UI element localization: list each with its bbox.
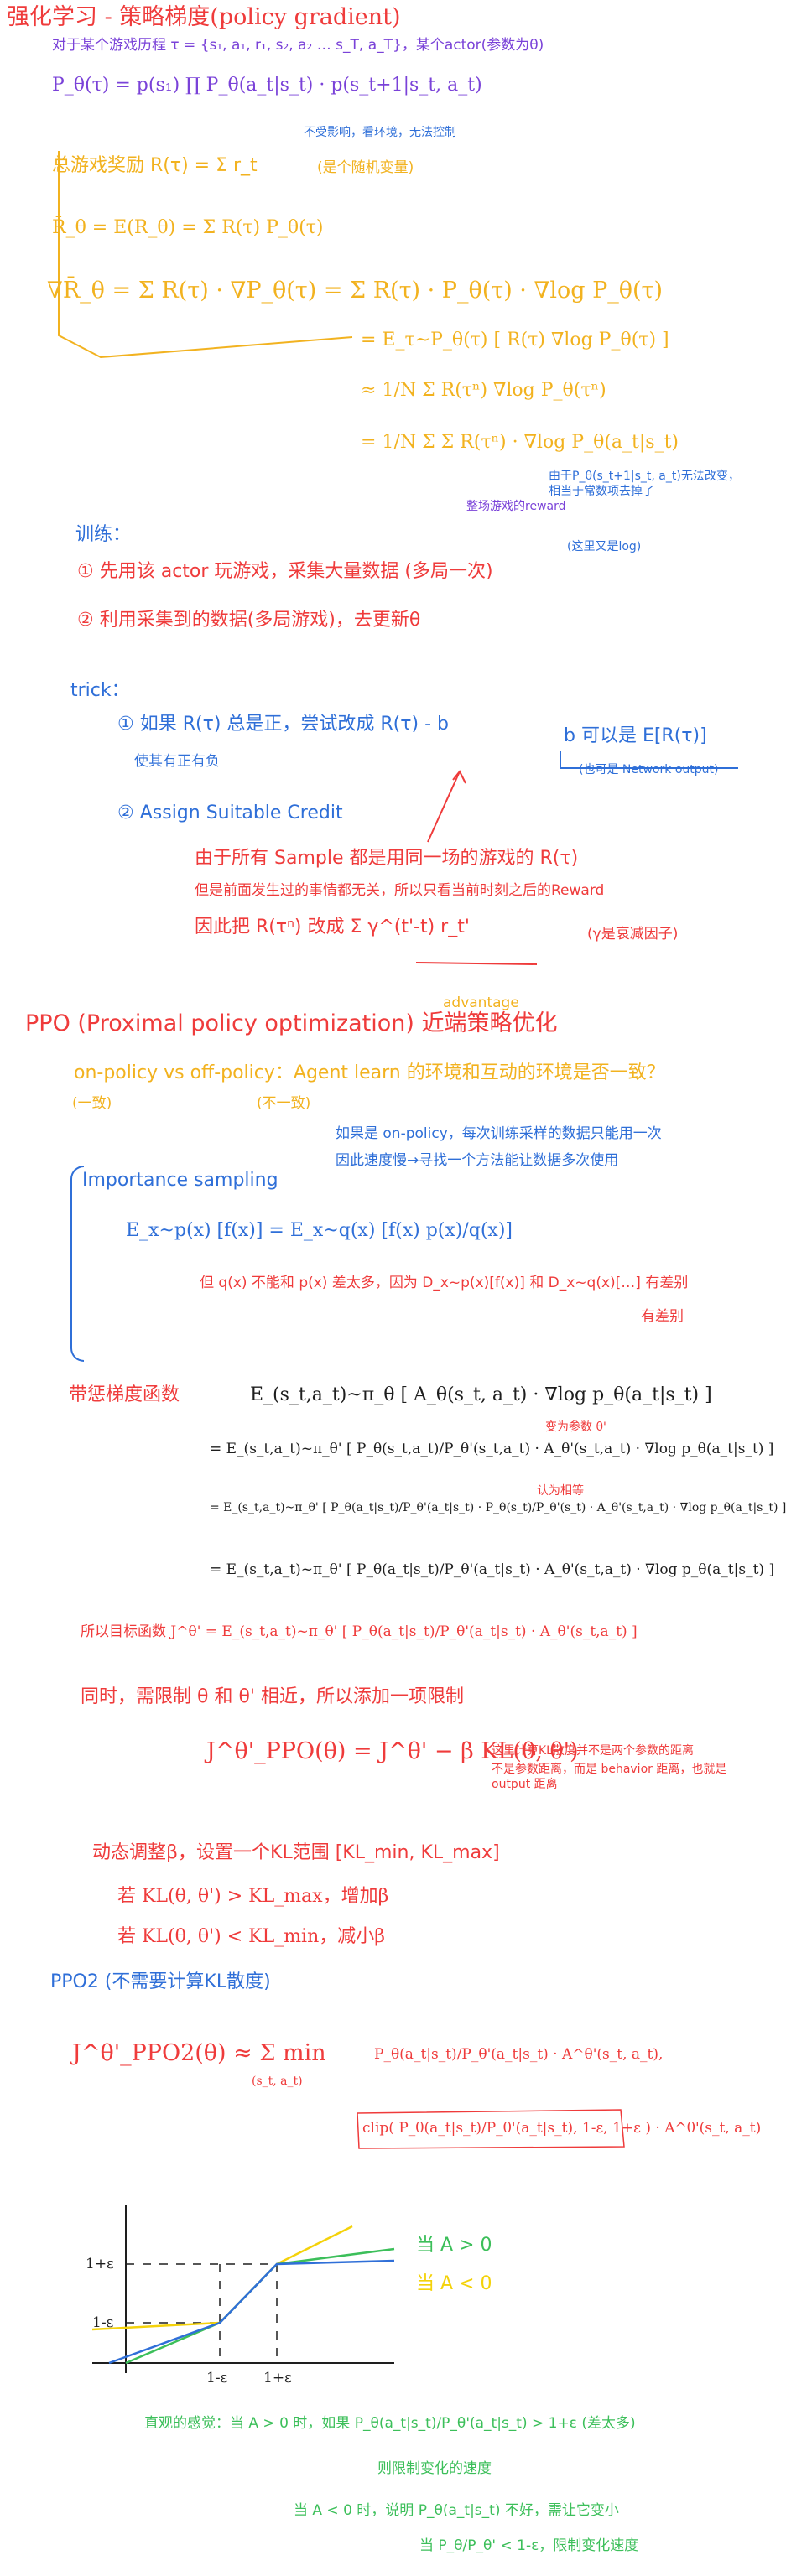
curve-a-negative [108,2259,395,2365]
page-title: 强化学习 - 策略梯度(policy gradient) [7,4,401,30]
constraint-note: 同时，需限制 θ 和 θ' 相近，所以添加一项限制 [81,1686,464,1707]
gradient-eq-3: = E_(s_t,a_t)~π_θ' [ P_θ(a_t|s_t)/P_θ'(a… [210,1501,786,1514]
ppo2-heading: PPO2 (不需要计算KL散度) [50,1971,271,1992]
gradient-function-heading: 带惩梯度函数 [69,1384,180,1405]
legend-a-positive: 当 A > 0 [416,2235,492,2256]
reward-gradient: ∇R̄_θ = Σ R(τ) · ∇P_θ(τ) = Σ R(τ) · P_θ(… [47,278,664,304]
gradient-eq-1: E_(s_t,a_t)~π_θ [ A_θ(s_t, a_t) · ∇log p… [250,1384,712,1405]
assumed-equal-note: 认为相等 [537,1484,584,1498]
trick-heading: trick： [70,680,130,701]
expected-reward: R̄_θ = E(R_θ) = Σ R(τ) P_θ(τ) [52,217,324,238]
episode-reward-note: 整场游戏的reward [466,500,566,513]
gradient-final: = 1/N Σ Σ R(τⁿ) · ∇log P_θ(a_t|s_t) [361,432,679,453]
baseline-network-note: (也可是 Network output) [579,763,719,776]
on-policy-note-1: 如果是 on-policy，每次训练采样的数据只能用一次 [336,1125,662,1142]
annotation-strokes [58,151,738,2149]
gradient-expectation: = E_τ~P_θ(τ) [ R(τ) ∇log P_θ(τ) ] [361,330,669,351]
ppo-heading: PPO (Proximal policy optimization) 近端策略优… [25,1010,558,1036]
importance-sampling-note: 但 q(x) 不能和 p(x) 差太多，因为 D_x~p(x)[f(x)] 和 … [200,1275,689,1291]
advantage-label: advantage [443,995,519,1011]
xtick-lower: 1-ε [206,2370,228,2386]
discount-note: (γ是衰减因子) [587,926,679,943]
intuition-line-2: 则限制变化的速度 [377,2460,492,2477]
total-reward: 总游戏奖励 R(τ) = Σ r_t [52,155,258,176]
kl-note-2: 不是参数距离，而是 behavior 距离，也就是 output 距离 [492,1763,727,1791]
trick-baseline: ① 如果 R(τ) 总是正，尝试改成 R(τ) - b [117,714,449,735]
ppo2-term-unclipped: P_θ(a_t|s_t)/P_θ'(a_t|s_t) · A^θ'(s_t, a… [374,2046,664,2063]
credit-line-2: 但是前面发生过的事情都无关，所以只看当前时刻之后的Reward [195,882,605,899]
transition-constant-note: 由于P_θ(s_t+1|s_t, a_t)无法改变，相当于常数项去掉了 [549,470,740,498]
beta-increase-rule: 若 KL(θ, θ') > KL_max，增加β [117,1886,389,1907]
environment-note: 不受影响，看环境，无法控制 [304,126,456,139]
training-step-2: ② 利用采集到的数据(多局游戏)，去更新θ [77,610,421,631]
negative-advantage-line: 当 A < 0 时，说明 P_θ(a_t|s_t) 不好，需让它变小 [294,2502,619,2519]
trajectory-definition: 对于某个游戏历程 τ = {s₁, a₁, r₁, s₂, a₂ … s_T, … [52,37,544,54]
on-off-policy: on-policy vs off-policy：Agent learn 的环境和… [74,1062,665,1083]
xtick-upper: 1+ε [263,2370,292,2386]
gradient-sample-mean: ≈ 1/N Σ R(τⁿ) ∇log P_θ(τⁿ) [361,380,606,401]
baseline-bracket [560,751,738,769]
credit-arrow [427,770,466,843]
ppo2-lhs: J^θ'_PPO2(θ) ≈ Σ min [72,2040,326,2066]
ytick-lower: 1-ε [92,2314,114,2331]
trick-credit: ② Assign Suitable Credit [117,802,343,823]
ytick-upper: 1+ε [86,2256,114,2272]
intuition-line: 直观的感觉：当 A > 0 时，如果 P_θ(a_t|s_t)/P_θ'(a_t… [144,2415,636,2432]
importance-sampling-title: Importance sampling [82,1170,278,1191]
legend-a-negative: 当 A < 0 [416,2273,492,2294]
random-variable-note: (是个随机变量) [317,159,414,176]
ppo-kl-objective: J^θ'_PPO(θ) = J^θ' − β KL(θ, θ') [206,1738,579,1764]
training-step-1: ① 先用该 actor 玩游戏，采集大量数据 (多局一次) [77,561,493,582]
on-policy-note-2: 因此速度慢→寻找一个方法能让数据多次使用 [336,1152,619,1169]
gradient-eq-4: = E_(s_t,a_t)~π_θ' [ P_θ(a_t|s_t)/P_θ'(a… [210,1561,775,1578]
variance-note: 有差别 [641,1308,684,1325]
negative-advantage-line-2: 当 P_θ/P_θ' < 1-ε，限制变化速度 [419,2537,639,2554]
advantage-underline [415,962,538,965]
kl-note-1: 这里计算KL散度并不是两个参数的距离 [492,1744,694,1758]
gradient-eq-2: = E_(s_t,a_t)~π_θ' [ P_θ(s_t,a_t)/P_θ'(s… [210,1441,774,1457]
credit-line-3: 因此把 R(τⁿ) 改成 Σ γ^(t'-t) r_t' [195,917,470,937]
ppo2-sum-subscript: (s_t, a_t) [252,2075,303,2088]
credit-line-1: 由于所有 Sample 都是用同一场的游戏的 R(τ) [195,848,579,869]
ppo2-term-clipped: clip( P_θ(a_t|s_t)/P_θ'(a_t|s_t), 1-ε, 1… [362,2120,762,2137]
baseline-note: 使其有正有负 [134,753,220,770]
baseline-value: b 可以是 E[R(τ)] [564,725,707,746]
trajectory-probability: P_θ(τ) = p(s₁) ∏ P_θ(a_t|s_t) · p(s_t+1|… [52,75,482,96]
training-heading: 训练： [75,524,132,545]
log-note: (这里又是log) [567,540,642,553]
theta-prime-note: 变为参数 θ' [545,1420,606,1434]
clip-box [357,2109,625,2149]
importance-sampling-equation: E_x~p(x) [f(x)] = E_x~q(x) [f(x) p(x)/q(… [126,1220,513,1241]
on-policy-label: (一致) [72,1095,112,1112]
off-policy-label: (不一致) [257,1095,311,1112]
beta-decrease-rule: 若 KL(θ, θ') < KL_min，减小β [117,1926,385,1947]
orange-bracket [58,151,353,359]
objective-function: 所以目标函数 J^θ' = E_(s_t,a_t)~π_θ' [ P_θ(a_t… [81,1623,638,1640]
clip-diagram [91,2205,395,2373]
adaptive-beta: 动态调整β，设置一个KL范围 [KL_min, KL_max] [92,1842,500,1863]
